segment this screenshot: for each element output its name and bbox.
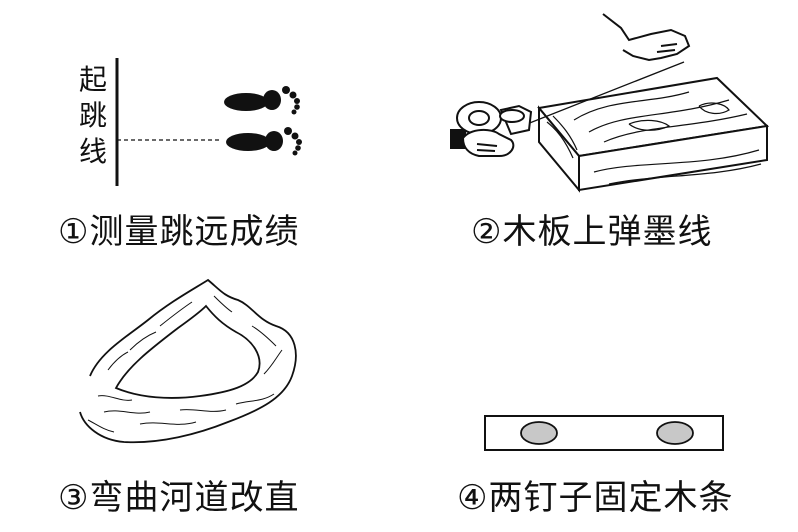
wood-block-icon bbox=[537, 76, 770, 193]
river-icon bbox=[79, 278, 297, 444]
panel-river: ③弯曲河道改直 bbox=[0, 266, 399, 532]
nail-icon bbox=[520, 421, 558, 445]
footprint-icon bbox=[226, 127, 302, 156]
start-line-label: 起 跳 线 bbox=[76, 62, 110, 170]
start-line-label-char: 跳 bbox=[78, 99, 107, 132]
hand-icon bbox=[602, 13, 691, 62]
hand-icon bbox=[461, 128, 515, 157]
caption-river: ③弯曲河道改直 bbox=[58, 478, 300, 518]
footprint-icon bbox=[224, 86, 300, 115]
long-jump-illustration bbox=[115, 58, 302, 186]
nails-illustration bbox=[484, 415, 724, 451]
caption-long-jump: ①测量跳远成绩 bbox=[58, 212, 300, 252]
panel-long-jump: 起 跳 线 ①测量跳远成绩 bbox=[0, 0, 399, 266]
start-line-label-char: 线 bbox=[78, 135, 107, 168]
ink-line-illustration bbox=[450, 13, 770, 193]
caption-ink-line: ②木板上弹墨线 bbox=[471, 212, 713, 252]
nail-icon bbox=[656, 421, 694, 445]
caption-nails: ④两钉子固定木条 bbox=[457, 478, 734, 518]
panel-nails: ④两钉子固定木条 bbox=[399, 266, 798, 532]
start-line-label-char: 起 bbox=[78, 63, 107, 96]
river-illustration bbox=[79, 278, 297, 444]
panel-ink-line: ②木板上弹墨线 bbox=[399, 0, 798, 266]
ink-string bbox=[516, 61, 685, 129]
